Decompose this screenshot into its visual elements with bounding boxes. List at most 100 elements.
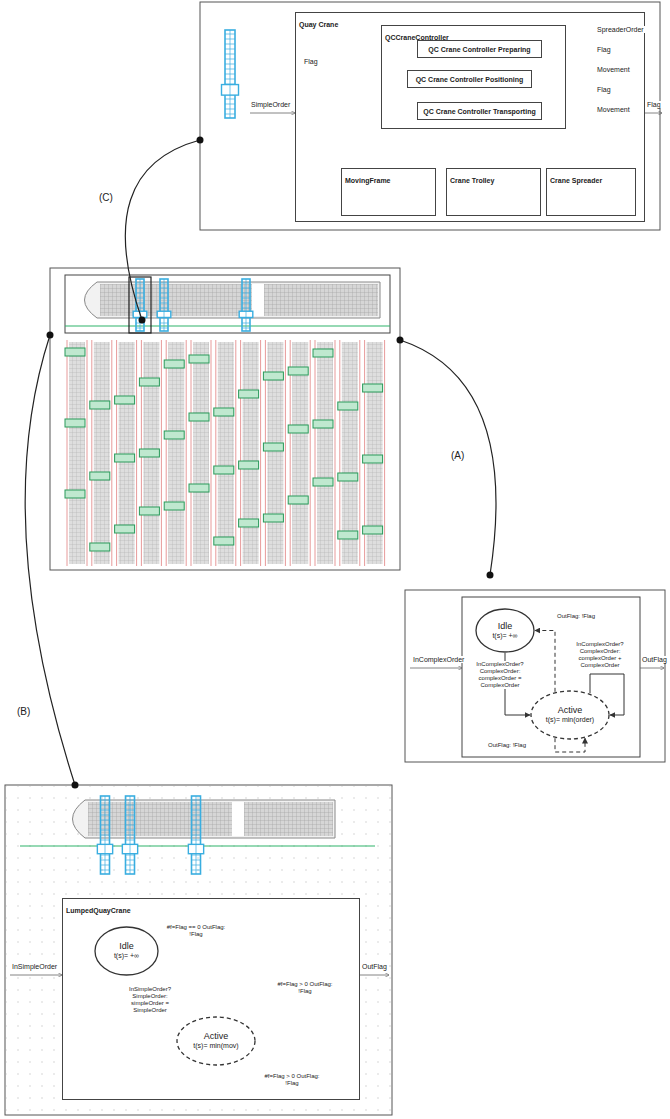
port-arrow — [640, 668, 664, 669]
crane-boom — [101, 796, 110, 874]
straddle-carrier — [189, 355, 209, 363]
straddle-carrier — [313, 349, 333, 357]
straddle-carrier — [263, 372, 283, 380]
node-title: Crane Spreader — [547, 175, 605, 186]
straddle-carrier — [65, 490, 85, 498]
straddle-carrier — [239, 461, 259, 469]
crane-bar — [105, 796, 106, 874]
callout-leader — [400, 340, 496, 575]
straddle-carrier — [288, 367, 308, 375]
straddle-carrier — [115, 525, 135, 533]
straddle-carrier — [90, 401, 110, 409]
container-yard — [65, 340, 385, 566]
component-box: Crane Trolley — [446, 168, 541, 216]
straddle-carrier — [164, 360, 184, 368]
ship-gap — [252, 284, 264, 316]
quay-crane-icon — [97, 796, 112, 874]
quay-crane-icon — [239, 279, 253, 331]
signal-name: Movement — [596, 106, 631, 113]
straddle-carrier — [189, 413, 209, 421]
crane-bar — [196, 796, 197, 874]
straddle-carrier — [214, 537, 234, 545]
straddle-carrier — [288, 496, 308, 504]
crane-boom — [242, 279, 250, 331]
state-box: QC Crane Controller Preparing — [417, 40, 542, 58]
transition-label: OutFlag: !Flag — [554, 613, 598, 620]
transition-label: #f=Flag > 0 OutFlag: !Flag — [261, 1073, 323, 1087]
panel-frame — [5, 785, 392, 1115]
callout-letter: (C) — [98, 192, 114, 203]
quay-crane-icon — [157, 279, 171, 331]
straddle-carrier — [164, 502, 184, 510]
port-name: InComplexOrder — [412, 656, 465, 663]
straddle-carrier — [90, 543, 110, 551]
state-box: QC Crane Controller Positioning — [407, 70, 532, 88]
straddle-carrier — [338, 473, 358, 481]
panel-frame — [200, 2, 660, 230]
crane-bar — [246, 279, 247, 331]
crane-bar — [130, 796, 131, 874]
quay-line — [65, 325, 390, 326]
yard-lane — [136, 340, 137, 566]
quay-crane-icon — [222, 30, 239, 118]
crane-boom — [160, 279, 168, 331]
transition-label: OutFlag: !Flag — [484, 742, 530, 749]
yard-lane — [285, 340, 286, 566]
node-title: Crane Trolley — [447, 175, 497, 186]
straddle-carrier — [139, 378, 159, 386]
yard-lane — [161, 340, 162, 566]
straddle-carrier — [239, 519, 259, 527]
transition-label: InComplexOrder? ComplexOrder: complexOrd… — [470, 661, 530, 689]
yard-lane — [215, 340, 216, 566]
crane-boom — [126, 796, 135, 874]
state-circle: Activet(s)= min(mov) — [176, 1016, 256, 1066]
callout-dot — [72, 782, 79, 789]
straddle-carrier — [139, 449, 159, 457]
signal-name: Flag — [646, 101, 662, 108]
callout-dot — [197, 137, 204, 144]
signal-name: Flag — [596, 86, 612, 93]
straddle-carrier — [90, 472, 110, 480]
state-circle: Activet(s)= min(order) — [530, 690, 610, 740]
crane-boom — [225, 30, 235, 118]
yard-lane — [335, 340, 336, 566]
transition-label: #f=Flag > 0 OutFlag: !Flag — [274, 981, 336, 995]
node-title: Idle — [498, 621, 513, 632]
straddle-carrier — [263, 514, 283, 522]
callout-dot — [47, 332, 54, 339]
crane-bar — [230, 30, 231, 118]
yard-block — [317, 342, 333, 564]
node-title: Active — [558, 705, 583, 716]
straddle-carrier — [338, 402, 358, 410]
yard-lane — [384, 340, 385, 566]
state-ellipse — [95, 927, 158, 975]
yard-block — [168, 342, 184, 564]
straddle-carrier — [288, 425, 308, 433]
container-ship — [73, 800, 336, 838]
yard-lane — [191, 340, 192, 566]
quay-crane-icon — [188, 796, 203, 874]
ship-gap — [232, 802, 244, 836]
straddle-carrier — [363, 384, 383, 392]
connector — [555, 738, 585, 752]
callout-dot — [139, 317, 146, 324]
port-name: InSimpleOrder — [11, 963, 58, 970]
signal-name: Movement — [596, 66, 631, 73]
callout-dot — [397, 337, 404, 344]
yard-block — [69, 342, 85, 564]
straddle-carrier — [363, 455, 383, 463]
panel-frame — [50, 268, 400, 570]
state-ellipse — [476, 609, 534, 652]
yard-lane — [91, 340, 92, 566]
yard-block — [218, 342, 234, 564]
model-box: Quay CraneQCCraneControllerQC Crane Cont… — [295, 12, 645, 222]
yard-block — [243, 342, 259, 564]
straddle-carrier — [65, 419, 85, 427]
connector — [535, 631, 555, 692]
callout-leader — [25, 335, 75, 785]
straddle-carrier — [363, 526, 383, 534]
port-arrow — [645, 113, 662, 114]
callout-letter: (A) — [450, 450, 465, 461]
